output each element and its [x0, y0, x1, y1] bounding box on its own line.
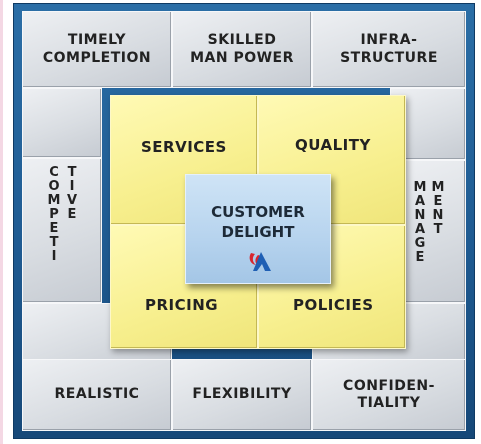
quadrant-label: QUALITY [295, 136, 371, 154]
quadrant-label: POLICIES [293, 296, 374, 314]
cell-flexibility: FLEXIBILITY [172, 359, 312, 431]
cell-label: REALISTIC [54, 386, 140, 403]
cell-infrastructure: INFRA- STRUCTURE [312, 11, 466, 88]
cell-realistic: REALISTIC [22, 359, 172, 431]
cell-label: SKILLED MAN POWER [190, 32, 294, 66]
cell-label: TIMELY COMPLETION [42, 32, 152, 66]
cell-skilled-man-power: SKILLED MAN POWER [172, 11, 312, 88]
cell-label: INFRA- STRUCTURE [340, 32, 438, 66]
center-label: CUSTOMER DELIGHT [211, 203, 305, 241]
cell-competitive: C O M P E T I T I V E [22, 158, 102, 303]
left-accent-strip [0, 0, 3, 444]
management-label-col1: M A N A G E [413, 180, 427, 266]
cell-label: CONFIDEN- TIALITY [343, 377, 435, 412]
cell-left-upper [22, 88, 102, 158]
customer-delight-box: CUSTOMER DELIGHT [185, 174, 331, 284]
company-logo-icon [249, 252, 271, 271]
competitive-label-col2: T I V E [66, 165, 78, 223]
management-label-col2: M E N T [431, 180, 445, 238]
competitive-label-col1: C O M P E T I [47, 165, 61, 265]
cell-label: FLEXIBILITY [192, 386, 292, 403]
quadrant-label: SERVICES [141, 138, 227, 156]
diagram-frame: TIMELY COMPLETION SKILLED MAN POWER INFR… [13, 3, 475, 439]
quadrant-label: PRICING [145, 296, 219, 314]
cell-timely-completion: TIMELY COMPLETION [22, 11, 172, 88]
cell-confidentiality: CONFIDEN- TIALITY [312, 359, 466, 431]
